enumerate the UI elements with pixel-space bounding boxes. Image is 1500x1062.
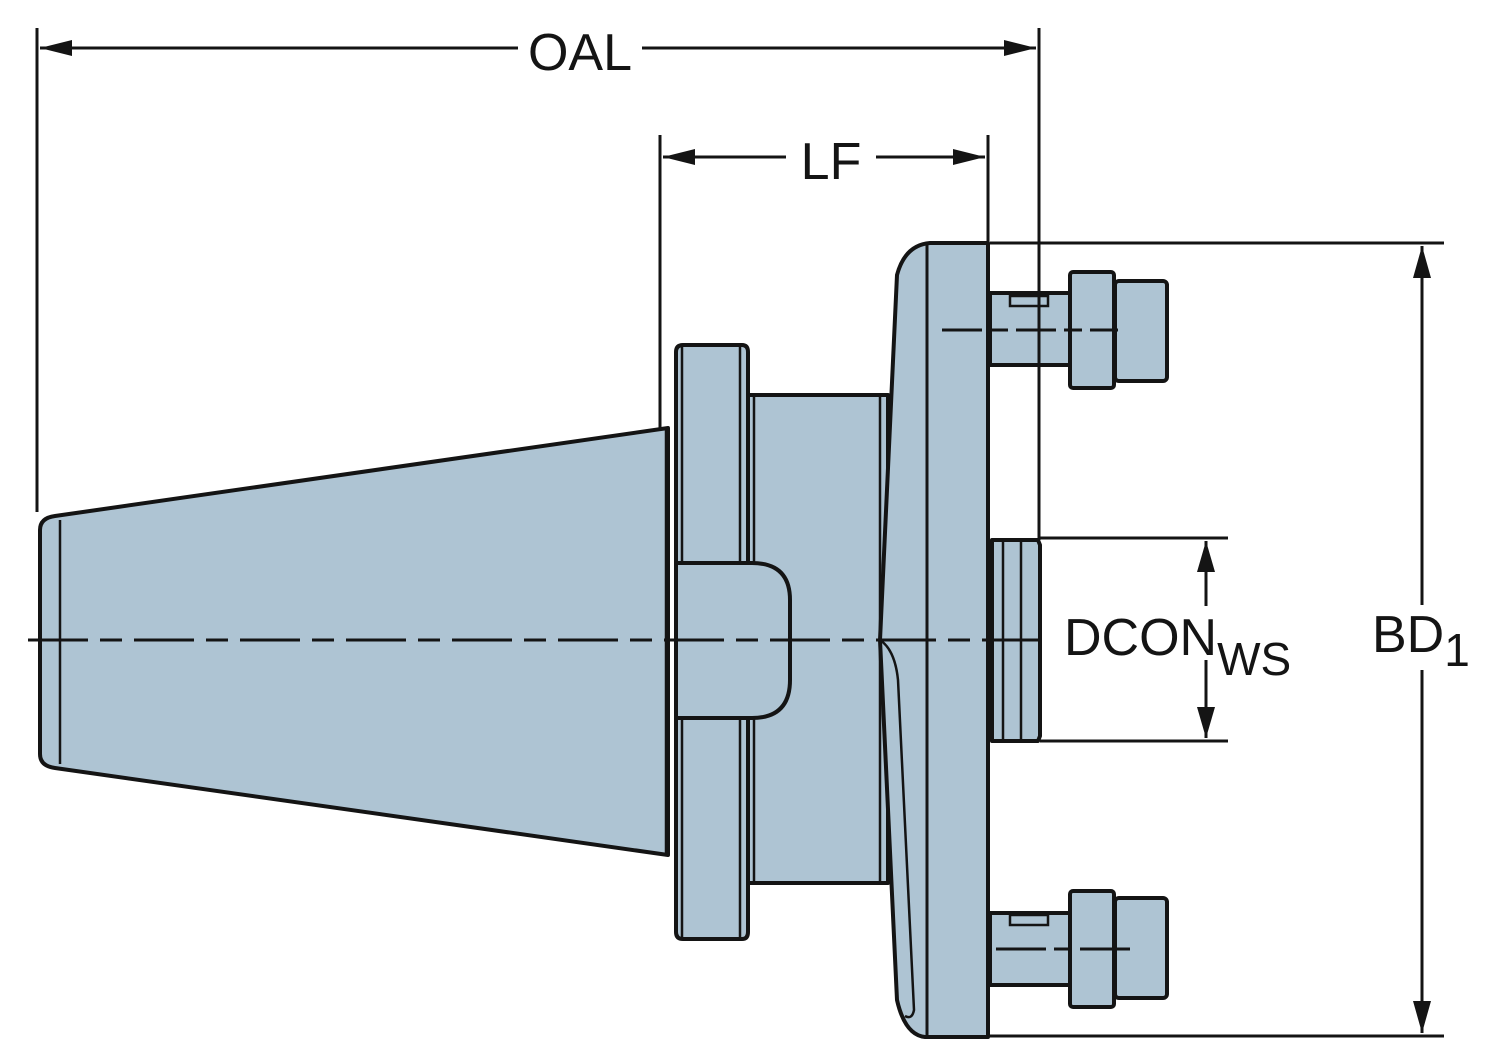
oal-dimension: OAL <box>35 24 1041 540</box>
dcon-dimension: DCONWS <box>1040 536 1291 743</box>
lower-clamp-screw <box>988 889 1169 1009</box>
lf-label: LF <box>801 133 862 191</box>
bd1-dimension: BD1 <box>990 241 1470 1038</box>
upper-clamp-screw <box>942 270 1169 390</box>
lf-dimension: LF <box>658 133 990 428</box>
oal-label: OAL <box>528 24 632 82</box>
drive-key-slot <box>674 561 792 720</box>
bd1-label: BD1 <box>1372 606 1470 676</box>
dcon-label: DCONWS <box>1064 609 1291 685</box>
